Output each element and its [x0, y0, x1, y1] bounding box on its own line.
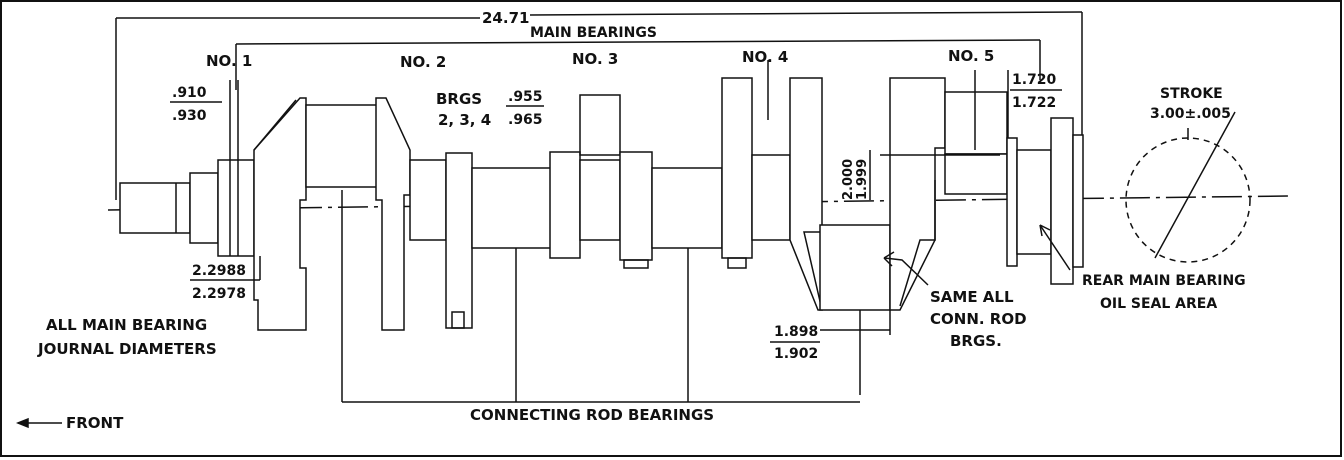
- no1-label: NO. 1: [206, 52, 252, 70]
- crankpin-3: [651, 167, 723, 249]
- rear-flange-lip: [1072, 134, 1084, 268]
- all-main-label-line2: JOURNAL DIAMETERS: [37, 340, 217, 358]
- conn-rod-label: CONNECTING ROD BEARINGS: [470, 406, 714, 424]
- web5-notch: [623, 259, 649, 269]
- web1-taper: [253, 99, 297, 151]
- brgs-label: BRGS: [436, 90, 482, 108]
- same-all-line3: BRGS.: [950, 332, 1002, 350]
- stroke-diameter-line: [1154, 111, 1236, 259]
- rod-dia-top: 2.000: [841, 159, 856, 200]
- main-journal-2: [409, 159, 447, 241]
- rear-seal-area: [1016, 149, 1052, 255]
- no2-label: NO. 2: [400, 53, 446, 71]
- main-dia-bottom: 2.2978: [192, 286, 246, 302]
- no3-width-indicator: [579, 94, 621, 156]
- stroke-title: STROKE: [1160, 86, 1223, 102]
- main-journal-5: [944, 91, 1008, 155]
- front-hub: [189, 172, 219, 244]
- same-all-arrowhead: [883, 251, 895, 267]
- crank-web-6: [721, 77, 753, 259]
- all-main-label-line1: ALL MAIN BEARING: [46, 316, 207, 334]
- rod-width-bottom: 1.902: [774, 346, 818, 362]
- brgs-width-top: .955: [508, 89, 543, 105]
- crank-web-2: [375, 97, 411, 331]
- crankpin-2: [471, 167, 553, 249]
- crank-web-5: [619, 151, 653, 261]
- crank-web-4: [549, 151, 581, 259]
- crank-web-1: [253, 97, 307, 331]
- no5-width-top: 1.720: [1012, 72, 1057, 88]
- main-journal-4: [751, 154, 791, 241]
- no1-width-bottom: .930: [172, 108, 207, 124]
- rod-width-top: 1.898: [774, 324, 818, 340]
- main-journal-1: [217, 159, 255, 257]
- front-arrow-head: [15, 417, 29, 429]
- same-all-line2: CONN. ROD: [930, 310, 1027, 328]
- crank-web-7: [789, 77, 823, 311]
- crankpin-1: [305, 104, 383, 188]
- no5-width-bottom: 1.722: [1012, 95, 1056, 111]
- front-snout: [119, 182, 191, 234]
- rear-main-line1: REAR MAIN BEARING: [1082, 273, 1246, 289]
- overall-dim-line-right: [529, 11, 1083, 16]
- web8-inner: [899, 180, 936, 307]
- rear-main-leader: [1039, 224, 1071, 271]
- same-all-leader: [883, 257, 929, 286]
- no3-label: NO. 3: [572, 50, 618, 68]
- main-journal-3: [579, 159, 621, 241]
- no5-label: NO. 5: [948, 47, 994, 65]
- no4-label: NO. 4: [742, 48, 788, 66]
- stroke-circle: [1125, 137, 1251, 263]
- rod-dia-bottom: 1.999: [855, 159, 870, 200]
- main-dia-top: 2.2988: [192, 263, 246, 279]
- main-journal-5-lower: [944, 153, 1008, 195]
- brgs-width-bottom: .965: [508, 112, 543, 128]
- stroke-value: 3.00±.005: [1150, 106, 1231, 122]
- overall-length-label: 24.71: [482, 9, 529, 27]
- main-bearings-label: MAIN BEARINGS: [530, 25, 657, 41]
- front-label: FRONT: [66, 414, 124, 432]
- main-bearings-line: [235, 39, 1041, 45]
- web6-notch: [727, 257, 747, 269]
- same-all-line1: SAME ALL: [930, 288, 1014, 306]
- web3-notch: [451, 311, 465, 329]
- rear-seal-ring: [1006, 137, 1018, 267]
- no1-width-top: .910: [172, 85, 207, 101]
- crankpin-4: [819, 224, 891, 311]
- crank-web-3: [445, 152, 473, 329]
- brgs-numbers-label: 2, 3, 4: [438, 111, 491, 129]
- rear-main-line2: OIL SEAL AREA: [1100, 296, 1217, 312]
- rear-main-arrowhead: [1039, 224, 1051, 237]
